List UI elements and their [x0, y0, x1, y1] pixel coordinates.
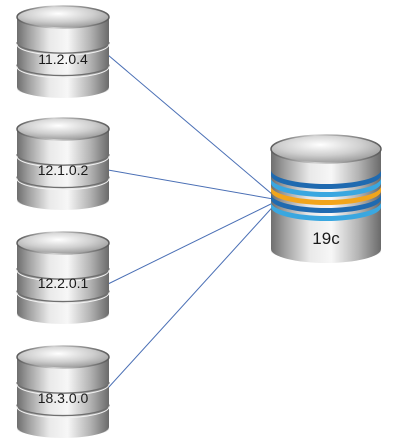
connector-line-2 — [107, 199, 280, 285]
connector-line-0 — [107, 54, 280, 201]
connector-line-3 — [107, 199, 280, 389]
source-version-label-3: 18.3.0.0 — [38, 390, 89, 406]
target-band-4 — [271, 202, 381, 221]
target-band-3 — [271, 194, 381, 213]
source-database-1: 12.1.0.2 — [16, 117, 110, 210]
connector-line-1 — [107, 169, 280, 201]
target-version-label: 19c — [312, 229, 340, 248]
target-database: 19c — [270, 134, 382, 263]
target-band-1 — [271, 178, 381, 197]
target-band-2 — [271, 186, 381, 205]
source-database-0: 11.2.0.4 — [16, 5, 110, 98]
connector-lines — [107, 54, 280, 389]
source-database-2: 12.2.0.1 — [16, 231, 110, 324]
target-database-bands — [271, 170, 381, 221]
source-version-label-0: 11.2.0.4 — [38, 51, 88, 67]
target-band-0 — [271, 170, 381, 189]
source-version-label-2: 12.2.0.1 — [38, 275, 89, 291]
source-database-3: 18.3.0.0 — [16, 345, 110, 438]
source-version-label-1: 12.1.0.2 — [38, 162, 89, 178]
